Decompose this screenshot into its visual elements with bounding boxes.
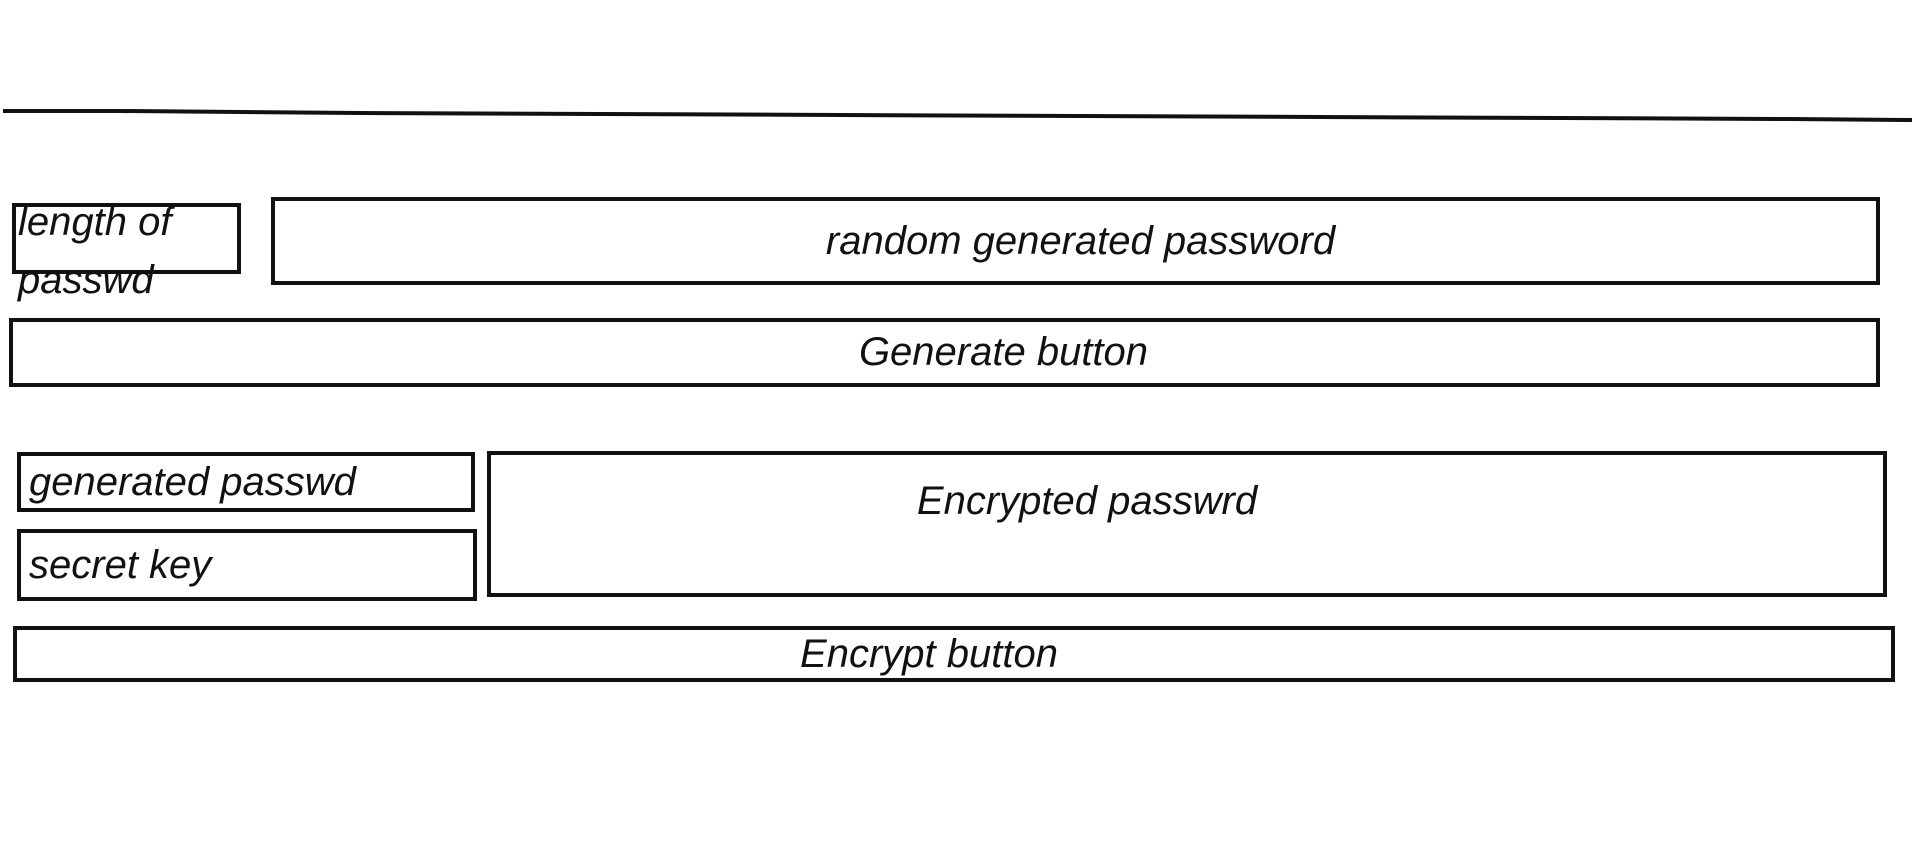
random-password-output[interactable]: random generated password bbox=[271, 197, 1880, 285]
secret-key-label: secret key bbox=[29, 542, 212, 587]
password-length-input[interactable] bbox=[12, 203, 241, 274]
encrypt-button-label: Encrypt button bbox=[800, 631, 1058, 676]
header-divider bbox=[3, 109, 1913, 122]
generate-button[interactable]: Generate button bbox=[9, 318, 1880, 387]
secret-key-input[interactable]: secret key bbox=[17, 529, 477, 601]
password-length-label: length of passwd bbox=[18, 200, 172, 302]
encrypted-password-output[interactable]: Encrypted passwrd bbox=[487, 451, 1887, 597]
encrypt-button[interactable]: Encrypt button bbox=[13, 626, 1895, 682]
generate-button-label: Generate button bbox=[858, 330, 1149, 374]
generated-password-input[interactable]: generated passwd bbox=[17, 452, 475, 512]
divider-line bbox=[3, 109, 1913, 122]
random-password-label: random generated password bbox=[825, 218, 1336, 263]
encrypted-password-label: Encrypted passwrd bbox=[916, 479, 1258, 523]
generated-password-label: generated passwd bbox=[29, 459, 356, 504]
